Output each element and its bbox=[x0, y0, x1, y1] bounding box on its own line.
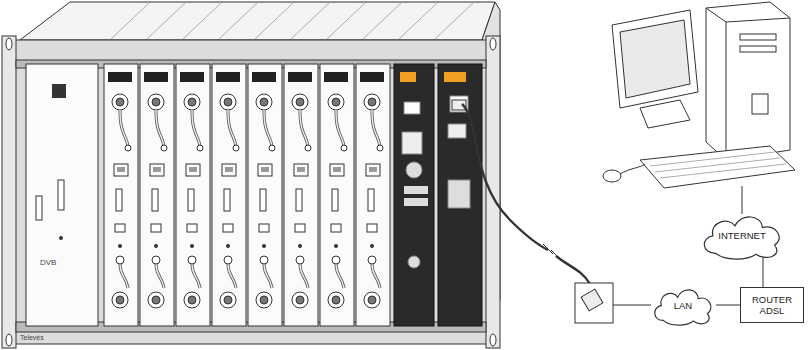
node-label: ROUTER ADSL bbox=[741, 294, 803, 316]
node-label: LAN bbox=[674, 300, 692, 311]
network-link bbox=[763, 256, 764, 287]
node-text-group: INTERNET bbox=[718, 230, 766, 241]
node-text-group: ROUTER ADSL bbox=[741, 294, 803, 316]
node-text-group: LAN bbox=[674, 300, 692, 311]
router-box: ROUTER ADSL bbox=[740, 287, 804, 323]
node-label: INTERNET bbox=[718, 230, 766, 241]
brand-text: Televés bbox=[20, 334, 44, 341]
internet-cloud: INTERNET bbox=[698, 210, 786, 260]
lan-cloud: LAN bbox=[650, 284, 716, 326]
logo-text: DVB bbox=[40, 258, 56, 267]
network-link bbox=[716, 305, 740, 306]
